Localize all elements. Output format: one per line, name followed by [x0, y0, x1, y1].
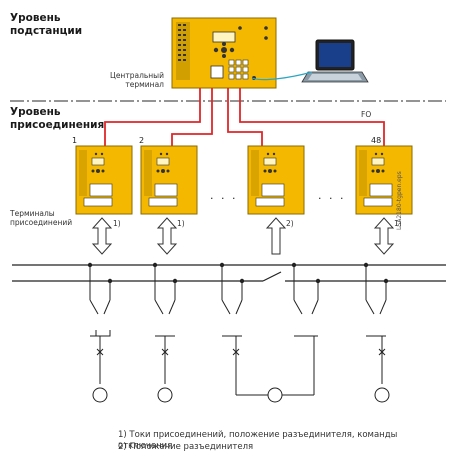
ellipsis-right: · · ·: [318, 192, 346, 205]
arrow-note-2: 1): [177, 219, 185, 228]
fo-links: [104, 88, 385, 146]
arrow-note-1: 1): [113, 219, 121, 228]
bay-terminal-1: [75, 145, 133, 215]
footnote-2: 2) Положение разъединителя: [118, 442, 254, 452]
image-id-label: LSA2180-tgpen.eps: [396, 171, 403, 230]
arrow-note-4: 1): [394, 219, 402, 228]
laptop-icon: [301, 39, 369, 83]
fo-label: FO: [361, 110, 372, 119]
junction-dots: [87, 262, 389, 284]
substation-level-label: Уровень подстанции: [10, 12, 83, 37]
laptop-cable: [251, 71, 313, 81]
bay-terminal-middle: [247, 145, 305, 215]
bay-terminal-2: [140, 145, 198, 215]
footnote-1: 1) Токи присоединений, положение разъеди…: [118, 430, 398, 451]
bay-level-label: Уровень присоединения: [10, 106, 105, 131]
central-terminal-label: Центральный терминал: [110, 71, 164, 89]
bay-terminal-48: [355, 145, 413, 215]
feeder-bays: [89, 265, 390, 403]
bay-number-48: 48: [371, 136, 382, 145]
bay-number-2: 2: [139, 136, 145, 145]
bay-terminals-label: Терминалы присоединений: [10, 209, 73, 227]
arrow-note-3: 2): [286, 219, 294, 228]
data-arrows: [91, 217, 395, 255]
bay-number-1: 1: [72, 136, 78, 145]
busbars: [12, 264, 446, 282]
ellipsis-left: · · ·: [210, 192, 238, 205]
breaker-marks: [96, 348, 386, 356]
central-terminal-device: [171, 17, 277, 89]
